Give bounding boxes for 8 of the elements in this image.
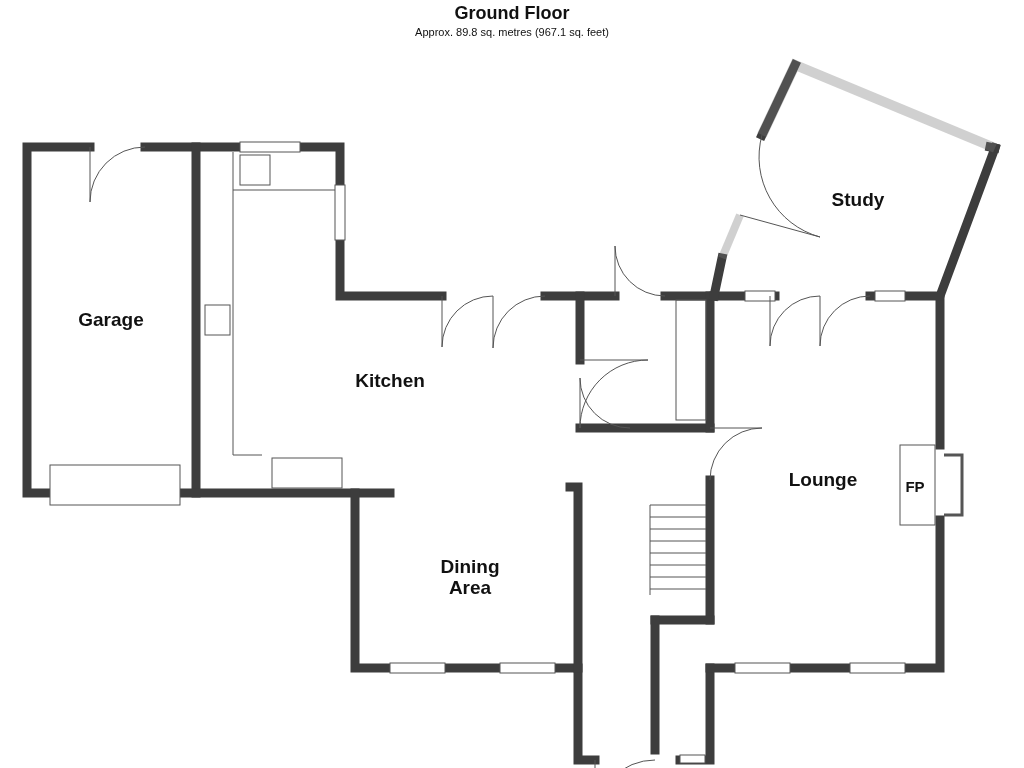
- room-label: Lounge: [788, 469, 858, 491]
- room-label: Dining Area: [439, 557, 501, 599]
- room-label: Study: [831, 189, 885, 211]
- room-label: Garage: [78, 309, 144, 331]
- fireplace-label: FP: [905, 478, 925, 496]
- plan-title: Ground Floor: [454, 4, 570, 24]
- area-note: Approx. 89.8 sq. metres (967.1 sq. feet): [415, 25, 609, 39]
- room-label: Kitchen: [355, 370, 425, 392]
